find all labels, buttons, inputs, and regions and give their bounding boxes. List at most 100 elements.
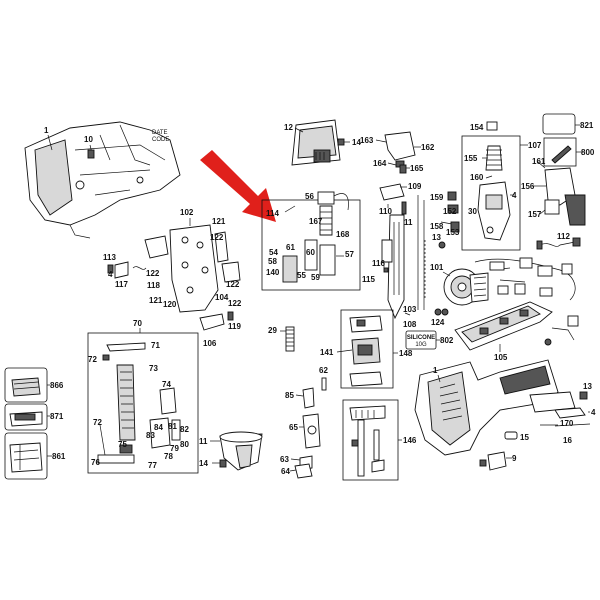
label-14-low: 14: [199, 459, 208, 468]
label-54: 54: [269, 248, 278, 257]
label-167: 167: [309, 217, 323, 226]
guide-rail-drawing: [381, 214, 405, 320]
label-157: 157: [528, 210, 542, 219]
label-103: 103: [403, 305, 417, 314]
label-57: 57: [345, 250, 354, 259]
label-4-left: 4: [108, 270, 113, 279]
label-56: 56: [305, 192, 314, 201]
label-4-body: 4: [591, 408, 596, 417]
label-55: 55: [297, 271, 306, 280]
label-158: 158: [430, 222, 444, 231]
lever-85-drawing: [294, 387, 321, 479]
label-170: 170: [560, 419, 574, 428]
label-77: 77: [148, 461, 157, 470]
label-13-right: 13: [583, 382, 592, 391]
label-107: 107: [528, 141, 542, 150]
label-122-low: 122: [228, 299, 242, 308]
date-code-text: DATE: [152, 130, 168, 136]
label-58: 58: [268, 257, 277, 266]
label-74: 74: [162, 380, 171, 389]
label-80: 80: [180, 440, 189, 449]
assembly-70-box: [87, 332, 199, 474]
label-866: 866: [50, 381, 64, 390]
reservoir-drawing: [282, 191, 349, 283]
part-159-drawing: [447, 191, 457, 201]
part-154-drawing: [486, 121, 498, 131]
label-76: 76: [91, 458, 100, 467]
label-141: 141: [320, 348, 334, 357]
case-871-drawing: [4, 403, 48, 431]
label-113: 113: [103, 253, 116, 262]
label-124: 124: [431, 318, 445, 327]
part-110-top-drawing: [379, 183, 405, 201]
red-arrow-graphic: [200, 150, 276, 222]
label-85: 85: [285, 391, 294, 400]
label-122-left: 122: [146, 269, 160, 278]
part-157-drawing: [544, 199, 560, 215]
label-61: 61: [286, 243, 295, 252]
date-code-text-2: CODE: [152, 137, 169, 143]
label-109: 109: [408, 182, 422, 191]
case-861-drawing: [4, 432, 48, 480]
nosepiece-11-drawing: [219, 431, 263, 471]
label-116: 116: [372, 259, 385, 268]
label-10: 10: [84, 135, 93, 144]
label-121-top: 121: [212, 217, 226, 226]
label-146: 146: [403, 436, 417, 445]
label-70: 70: [133, 319, 142, 328]
label-4-right: 4: [512, 191, 517, 200]
pin-62-drawing: [321, 377, 327, 391]
label-14-top: 14: [352, 138, 361, 147]
part-15-drawing: [504, 431, 518, 440]
label-72-top: 72: [88, 355, 97, 364]
label-75: 75: [118, 440, 127, 449]
label-114: 114: [266, 209, 279, 218]
assembly-148-box: [340, 309, 394, 389]
valve-drawing: [349, 315, 383, 387]
label-112: 112: [557, 232, 570, 241]
label-72-low: 72: [93, 418, 102, 427]
trigger-assembly-drawing: [477, 145, 511, 241]
label-65: 65: [289, 423, 298, 432]
label-148: 148: [399, 349, 413, 358]
label-104: 104: [215, 293, 229, 302]
part-9-drawing: [479, 451, 507, 471]
label-821: 821: [580, 121, 594, 130]
label-84: 84: [154, 423, 163, 432]
label-164: 164: [373, 159, 387, 168]
label-153: 153: [446, 228, 460, 237]
circuit-board-drawing: [454, 257, 579, 351]
label-156: 156: [521, 182, 535, 191]
tool-body-drawing: [414, 359, 586, 456]
label-16: 16: [563, 436, 572, 445]
label-82: 82: [180, 425, 189, 434]
wire-112-drawing: [539, 241, 576, 247]
label-29: 29: [268, 326, 277, 335]
label-111: 111: [400, 218, 413, 227]
label-802: 802: [440, 336, 454, 345]
label-78: 78: [164, 452, 173, 461]
housing-drawing: [24, 121, 181, 239]
label-159: 159: [430, 193, 444, 202]
label-122-right: 122: [226, 280, 240, 289]
label-79: 79: [170, 444, 179, 453]
assembly-114-box: [261, 199, 361, 291]
label-102: 102: [180, 208, 194, 217]
label-119: 119: [228, 322, 241, 331]
silicone-label: SILICONE: [407, 335, 435, 341]
label-168: 168: [336, 230, 350, 239]
plate-102-drawing: [144, 224, 241, 313]
label-154: 154: [470, 123, 484, 132]
case-866-drawing: [4, 367, 48, 403]
label-13: 13: [432, 233, 441, 242]
label-60: 60: [306, 248, 315, 257]
label-73: 73: [149, 364, 158, 373]
label-11: 11: [199, 437, 208, 446]
contact-trip-drawing: [349, 405, 386, 477]
label-140: 140: [266, 268, 280, 277]
label-871: 871: [50, 412, 64, 421]
label-59: 59: [311, 273, 320, 282]
label-81: 81: [168, 422, 177, 431]
